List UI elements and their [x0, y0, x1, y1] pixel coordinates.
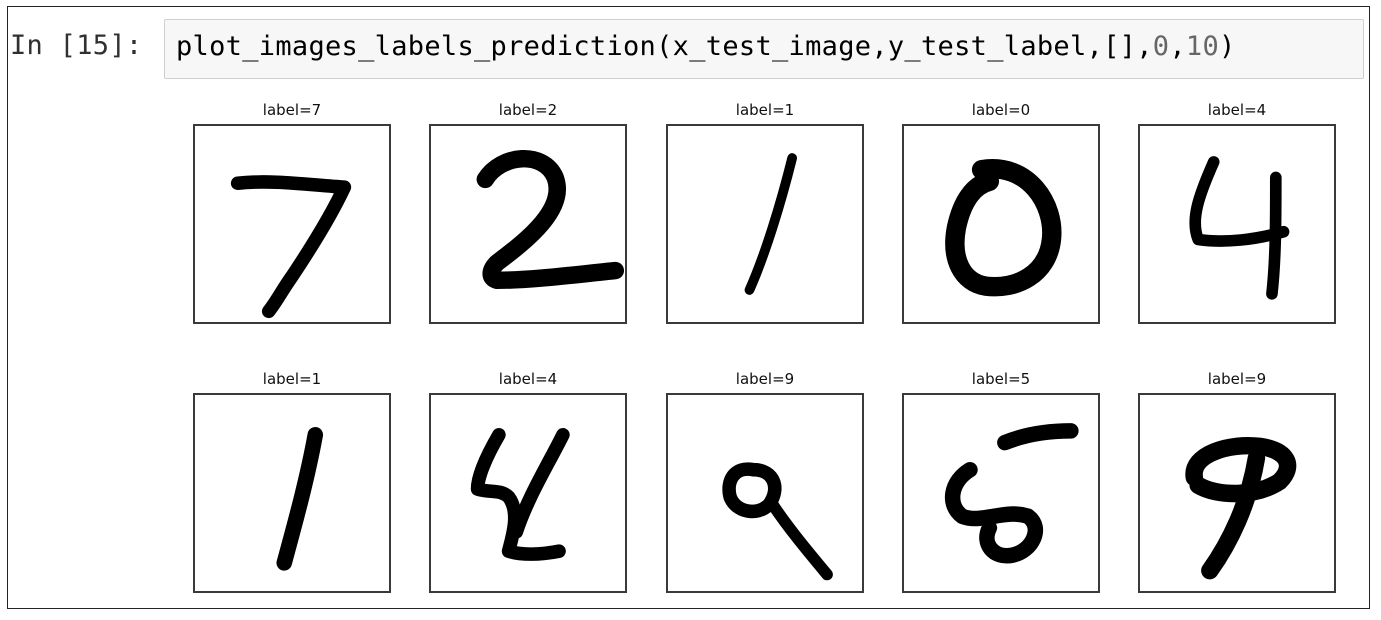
input-prompt: In [15]:: [10, 30, 143, 61]
digit-2-drawing: [476, 150, 625, 289]
digit-image: [666, 393, 864, 593]
panel-title: label=9: [1207, 370, 1267, 388]
panel-title: label=1: [735, 101, 795, 119]
code-number-start: 0: [1152, 31, 1170, 62]
panel-title: label=2: [498, 101, 558, 119]
digit-image: [1138, 124, 1336, 324]
digit-9-drawing: [722, 462, 833, 581]
digit-9-drawing: [1185, 437, 1297, 580]
digit-image: [429, 393, 627, 593]
panel-title: label=0: [971, 101, 1031, 119]
panel-title: label=5: [971, 370, 1031, 388]
digit-4-drawing: [470, 428, 570, 561]
code-text: plot_images_labels_prediction(x_test_ima…: [176, 31, 1153, 62]
digit-image: [1138, 393, 1336, 593]
panel-title: label=1: [262, 370, 322, 388]
code-line: plot_images_labels_prediction(x_test_ima…: [176, 31, 1236, 62]
digit-1-drawing: [276, 427, 324, 571]
panel-title: label=4: [1207, 101, 1267, 119]
digit-5-drawing: [944, 423, 1079, 564]
code-close-paren: ): [1219, 31, 1236, 62]
digit-image: [193, 393, 391, 593]
code-input-area[interactable]: plot_images_labels_prediction(x_test_ima…: [164, 19, 1364, 79]
code-separator: ,: [1169, 31, 1186, 62]
digit-7-drawing: [230, 175, 352, 319]
digit-4-drawing: [1189, 156, 1290, 300]
panel-title: label=4: [498, 370, 558, 388]
digit-1-drawing: [744, 153, 798, 295]
digit-0-drawing: [945, 159, 1062, 297]
digit-image: [902, 124, 1100, 324]
code-number-count: 10: [1185, 31, 1220, 62]
digit-image: [429, 124, 627, 324]
digit-image: [666, 124, 864, 324]
panel-title: label=7: [262, 101, 322, 119]
panel-title: label=9: [735, 370, 795, 388]
digit-image: [193, 124, 391, 324]
digit-image: [902, 393, 1100, 593]
